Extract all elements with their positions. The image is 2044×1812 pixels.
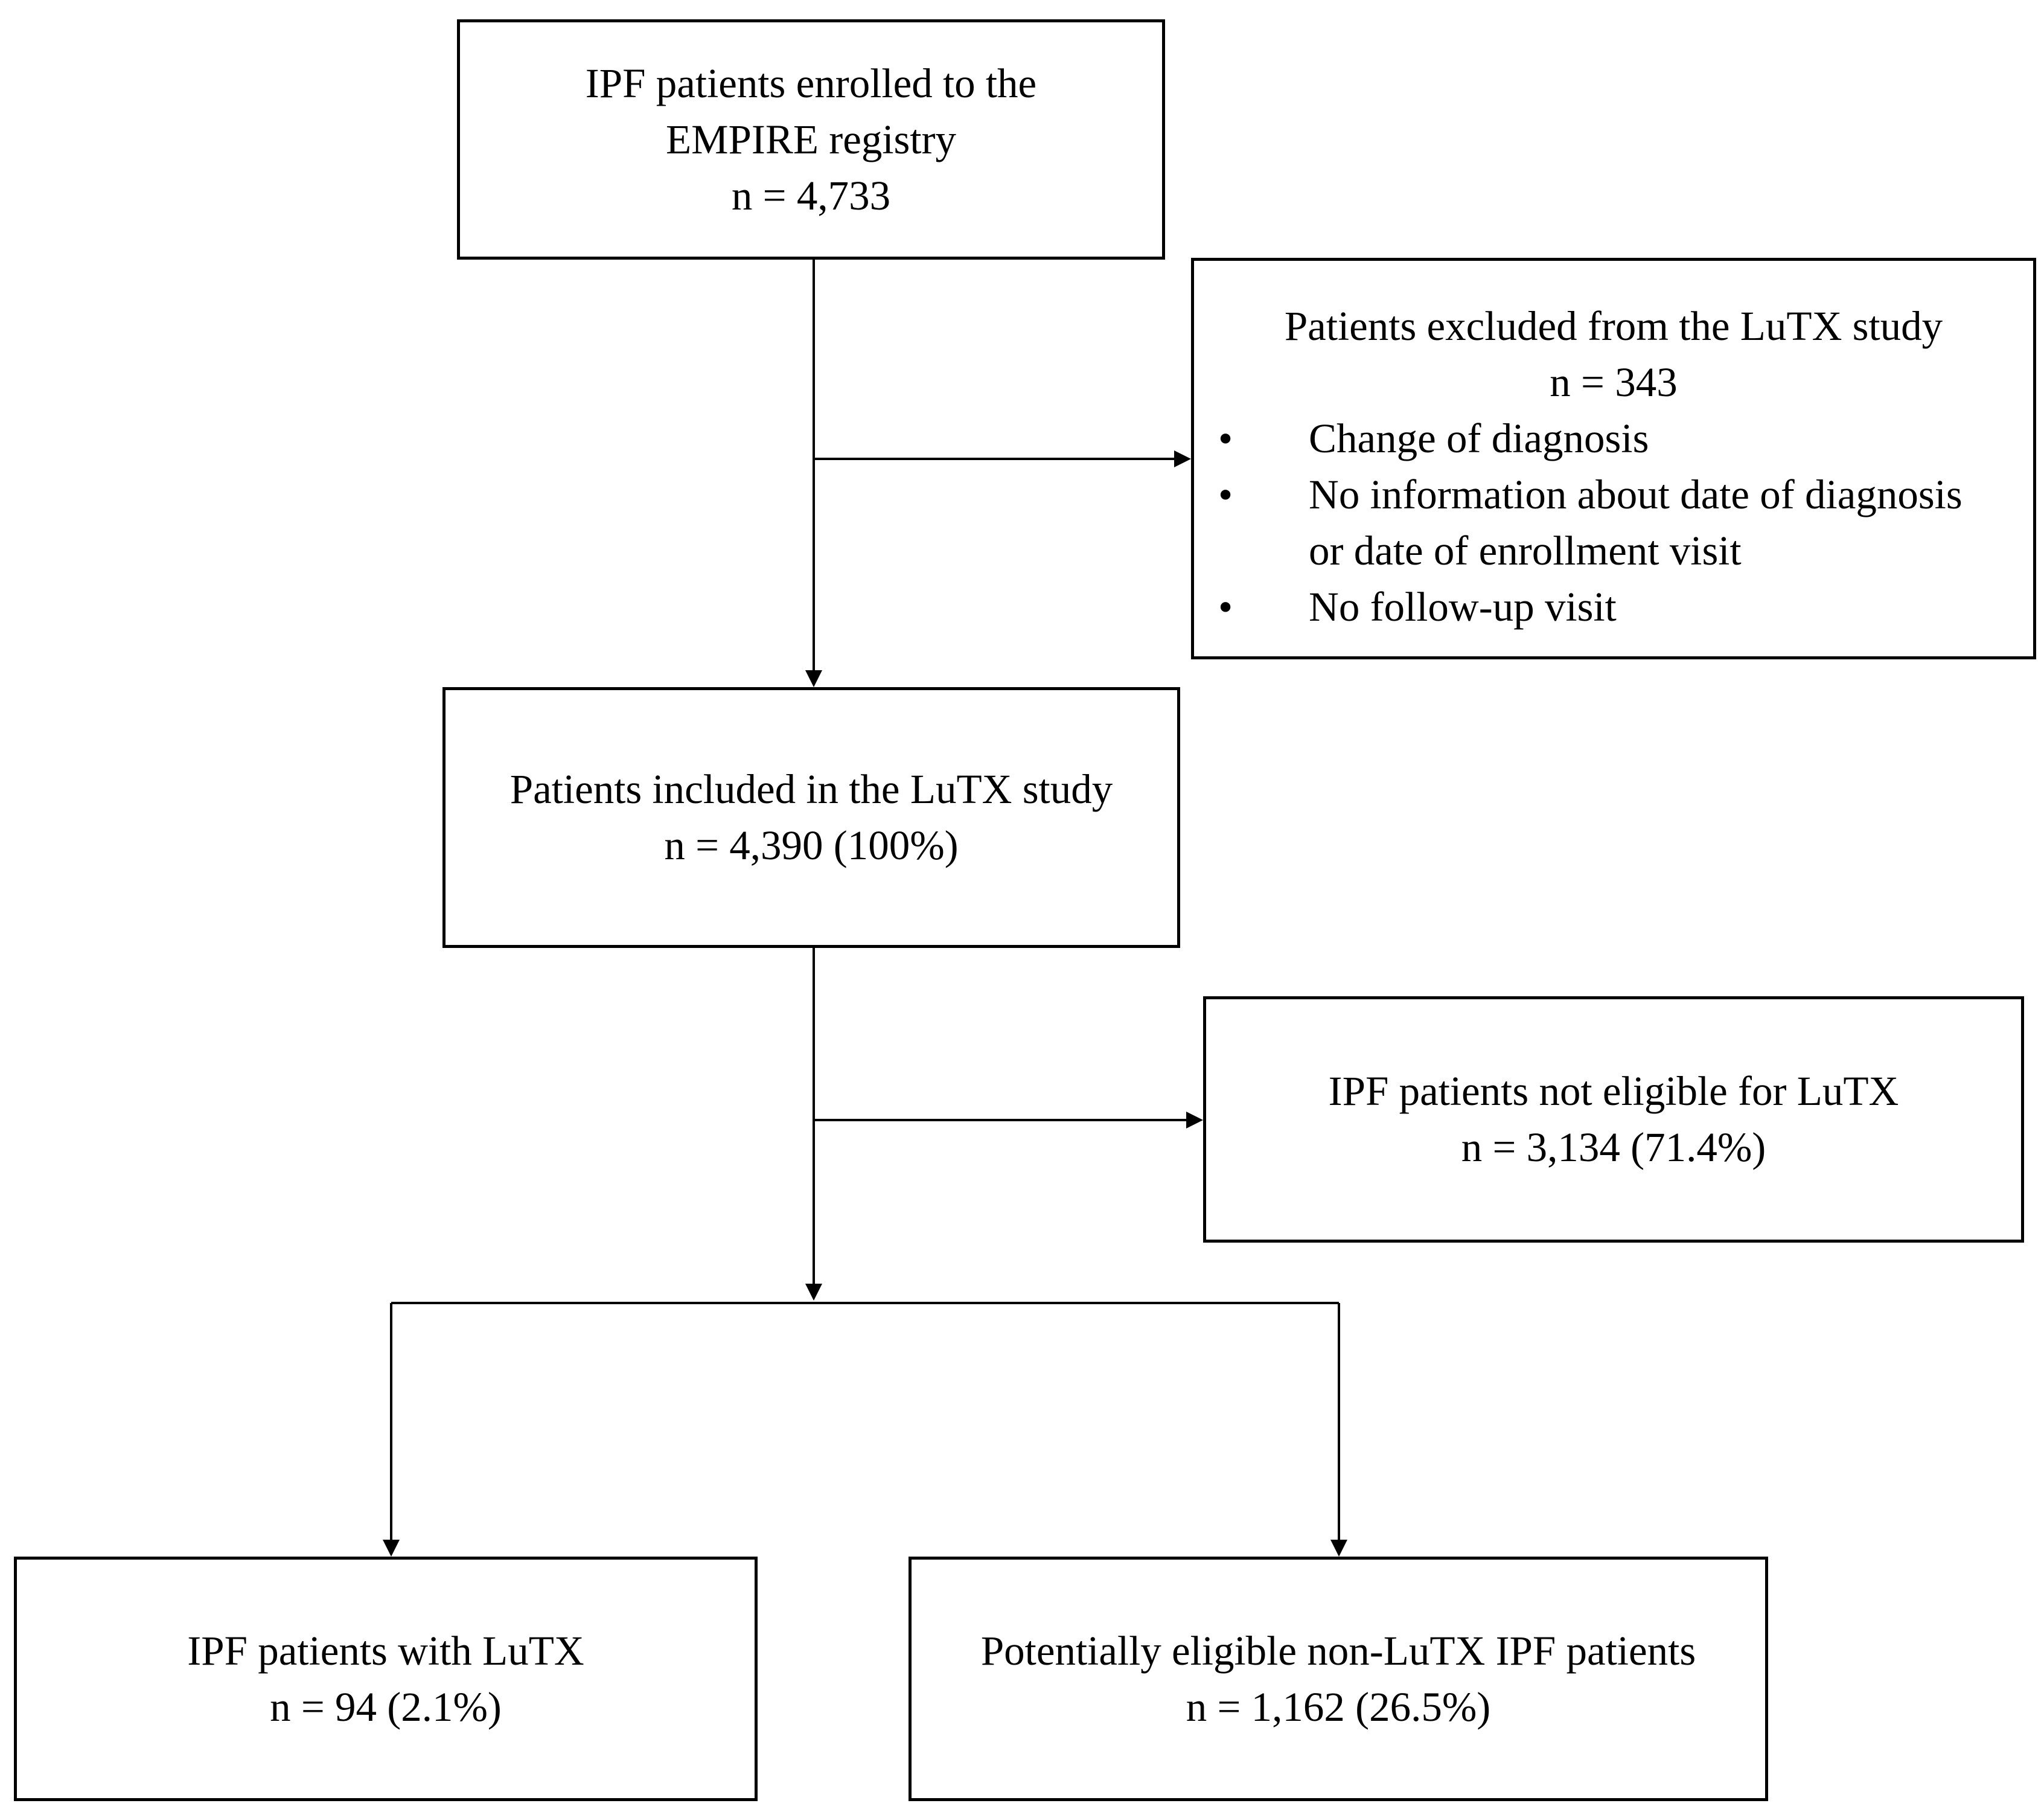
exclusion-reasons-list: • Change of diagnosis • No information a… xyxy=(1194,411,2033,635)
box-potentially-eligible: Potentially eligible non-LuTX IPF patien… xyxy=(909,1557,1768,1801)
arrowhead-not-eligible xyxy=(1186,1112,1203,1128)
box-included: Patients included in the LuTX study n = … xyxy=(442,687,1180,948)
enrolled-line1: IPF patients enrolled to the xyxy=(585,60,1037,106)
box-not-eligible: IPF patients not eligible for LuTX n = 3… xyxy=(1203,996,2024,1243)
list-item: • Change of diagnosis xyxy=(1194,411,2033,467)
potentially-eligible-count: n = 1,162 (26.5%) xyxy=(1186,1683,1491,1730)
with-lutx-title: IPF patients with LuTX xyxy=(187,1627,584,1674)
not-eligible-title: IPF patients not eligible for LuTX xyxy=(1328,1068,1899,1114)
list-item: • No information about date of diagnosis… xyxy=(1194,467,2033,579)
arrowhead-included xyxy=(805,670,822,687)
exclusion-reason: No follow-up visit xyxy=(1309,584,1617,630)
included-title: Patients included in the LuTX study xyxy=(509,766,1113,812)
bullet-icon: • xyxy=(1218,472,1233,517)
exclusion-reason: No information about date of diagnosis xyxy=(1309,472,1963,517)
bullet-icon: • xyxy=(1218,415,1233,461)
potentially-eligible-title: Potentially eligible non-LuTX IPF patien… xyxy=(980,1627,1696,1674)
included-count: n = 4,390 (100%) xyxy=(664,822,959,868)
arrowhead-split xyxy=(805,1284,822,1301)
excluded-title: Patients excluded from the LuTX study xyxy=(1284,303,1943,349)
bullet-icon: • xyxy=(1218,584,1233,630)
arrowhead-potentially-eligible xyxy=(1330,1540,1347,1557)
excluded-count: n = 343 xyxy=(1550,359,1678,405)
arrowhead-with-lutx xyxy=(383,1540,400,1557)
arrowhead-excluded xyxy=(1174,450,1191,467)
enrolled-count: n = 4,733 xyxy=(731,172,891,219)
not-eligible-count: n = 3,134 (71.4%) xyxy=(1461,1124,1766,1170)
exclusion-reason-continued: or date of enrollment visit xyxy=(1309,528,1742,574)
box-with-lutx: IPF patients with LuTX n = 94 (2.1%) xyxy=(14,1557,758,1801)
box-excluded: Patients excluded from the LuTX study n … xyxy=(1191,258,2036,659)
exclusion-reason: Change of diagnosis xyxy=(1309,415,1649,461)
enrolled-line2: EMPIRE registry xyxy=(665,116,957,162)
list-item: • No follow-up visit xyxy=(1194,579,2033,635)
box-enrolled: IPF patients enrolled to the EMPIRE regi… xyxy=(457,19,1165,260)
with-lutx-count: n = 94 (2.1%) xyxy=(270,1683,502,1730)
